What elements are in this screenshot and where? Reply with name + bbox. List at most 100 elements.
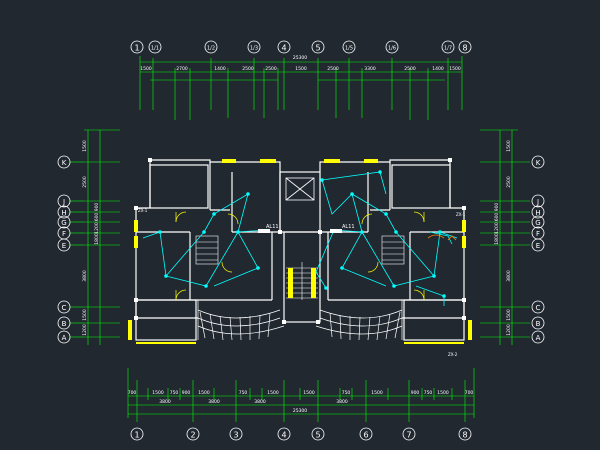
axis-label: 1/5 (345, 46, 353, 52)
dim-text: 1800 (94, 233, 100, 245)
dim-text: 750 (424, 390, 433, 396)
dim-text: 1500 (506, 140, 512, 152)
axis-bubble: 5 (311, 427, 325, 441)
axis-label: G (535, 219, 540, 227)
axis-bubble: 1/6 (385, 40, 399, 54)
dim-text: 900 (494, 203, 500, 212)
box-label: ZX-1 (456, 212, 466, 217)
axis-label: A (536, 334, 541, 342)
axis-label: 1 (134, 44, 139, 53)
panel-label: AL11 (266, 224, 279, 230)
dim-text: 2500 (265, 66, 277, 72)
axis-label: B (536, 320, 541, 328)
building-walls (135, 159, 465, 341)
right-axis-bubbles: K J H G F E C B A (531, 155, 545, 344)
dim-text: 750 (170, 390, 179, 396)
axis-bubble: 6 (359, 427, 373, 441)
dim-text: 3800 (336, 399, 348, 405)
dim-text: 2500 (327, 66, 339, 72)
axis-label: 7 (406, 431, 411, 440)
box-labels: ZX-1 ZX-1 ZX-2 (138, 208, 466, 357)
dim-text: 1500 (295, 66, 307, 72)
axis-label: J (536, 198, 539, 206)
dim-text: 3800 (254, 399, 266, 405)
axis-bubble: C (57, 300, 71, 314)
axis-label: H (535, 209, 540, 217)
dim-text: 1500 (82, 309, 88, 321)
dim-text: 1500 (506, 309, 512, 321)
dim-text: 1500 (371, 390, 383, 396)
axis-label: 5 (315, 431, 320, 440)
axis-bubble: 5 (311, 40, 325, 54)
dim-text: 1500 (198, 390, 210, 396)
dim-text: 2500 (82, 176, 88, 188)
axis-label: J (62, 198, 65, 206)
axis-bubble: 8 (458, 427, 472, 441)
axis-bubble: 1/7 (441, 40, 455, 54)
balconies (197, 300, 403, 341)
box-label: ZX-2 (448, 352, 458, 357)
dim-text: 600 (494, 213, 500, 222)
axis-bubble: G (531, 215, 545, 229)
axis-label: 1/6 (388, 46, 396, 52)
axis-label: 1/3 (250, 46, 258, 52)
left-dimension-chains (70, 129, 120, 345)
doors (175, 211, 425, 301)
stair-yellow-markers (288, 268, 316, 298)
dim-text: 1800 (494, 233, 500, 245)
axis-bubble: 2 (186, 427, 200, 441)
distribution-panel-right: AL11 (330, 224, 355, 233)
dim-text: 1400 (214, 66, 226, 72)
dim-text: 750 (342, 390, 351, 396)
dim-text: 600 (94, 213, 100, 222)
axis-bubble: B (57, 316, 71, 330)
axis-bubble: 4 (277, 427, 291, 441)
axis-bubble: J (57, 194, 71, 208)
axis-label: 6 (363, 431, 368, 440)
dim-text: 2500 (506, 176, 512, 188)
axis-bubble: E (531, 238, 545, 252)
axis-label: C (62, 304, 67, 312)
axis-label: E (62, 242, 66, 250)
stair-treads (195, 235, 405, 300)
dimension-top-row2: 1500 2700 1400 2500 2500 1500 2500 3300 … (140, 66, 461, 72)
axis-label: B (62, 320, 67, 328)
distribution-panel-left: AL11 (258, 224, 279, 233)
left-axis-bubbles: K J H G F E C B A (57, 155, 71, 344)
dim-text: 1200 (506, 324, 512, 336)
dim-text: 3800 (82, 270, 88, 282)
top-dimension-chains (139, 56, 463, 120)
axis-bubble: K (531, 155, 545, 169)
dim-text: 1200 (94, 222, 100, 234)
axis-bubble: F (57, 226, 71, 240)
dim-text: 1500 (140, 66, 152, 72)
dim-text: 3800 (506, 270, 512, 282)
axis-label: 1/1 (151, 46, 159, 52)
windows (128, 159, 472, 344)
axis-label: F (536, 230, 540, 238)
panel-label: AL11 (342, 224, 355, 230)
right-dimension-chains (480, 129, 530, 345)
dim-text: 2500 (404, 66, 416, 72)
top-axis-bubbles: 1 1/1 1/2 1/3 4 5 1/5 1/6 1/7 8 (130, 40, 472, 54)
axis-label: K (536, 159, 541, 167)
bottom-dimension-chains (127, 368, 475, 422)
axis-label: 2 (190, 431, 195, 440)
columns (134, 158, 466, 324)
axis-bubble: 4 (277, 40, 291, 54)
dimension-bottom-total: 25300 (293, 408, 307, 414)
orange-fixtures (427, 234, 457, 241)
dim-text: 1500 (152, 390, 164, 396)
bottom-axis-bubbles: 1 2 3 4 5 6 7 8 (130, 427, 472, 441)
dim-text: 900 (94, 203, 100, 212)
axis-label: C (536, 304, 541, 312)
dim-text: 700 (465, 390, 474, 396)
axis-bubble: A (57, 330, 71, 344)
axis-bubble: 1/2 (204, 40, 218, 54)
dim-text: 900 (182, 390, 191, 396)
axis-label: K (62, 159, 67, 167)
axis-bubble: K (57, 155, 71, 169)
axis-bubble: 1/1 (148, 40, 162, 54)
axis-bubble: A (531, 330, 545, 344)
